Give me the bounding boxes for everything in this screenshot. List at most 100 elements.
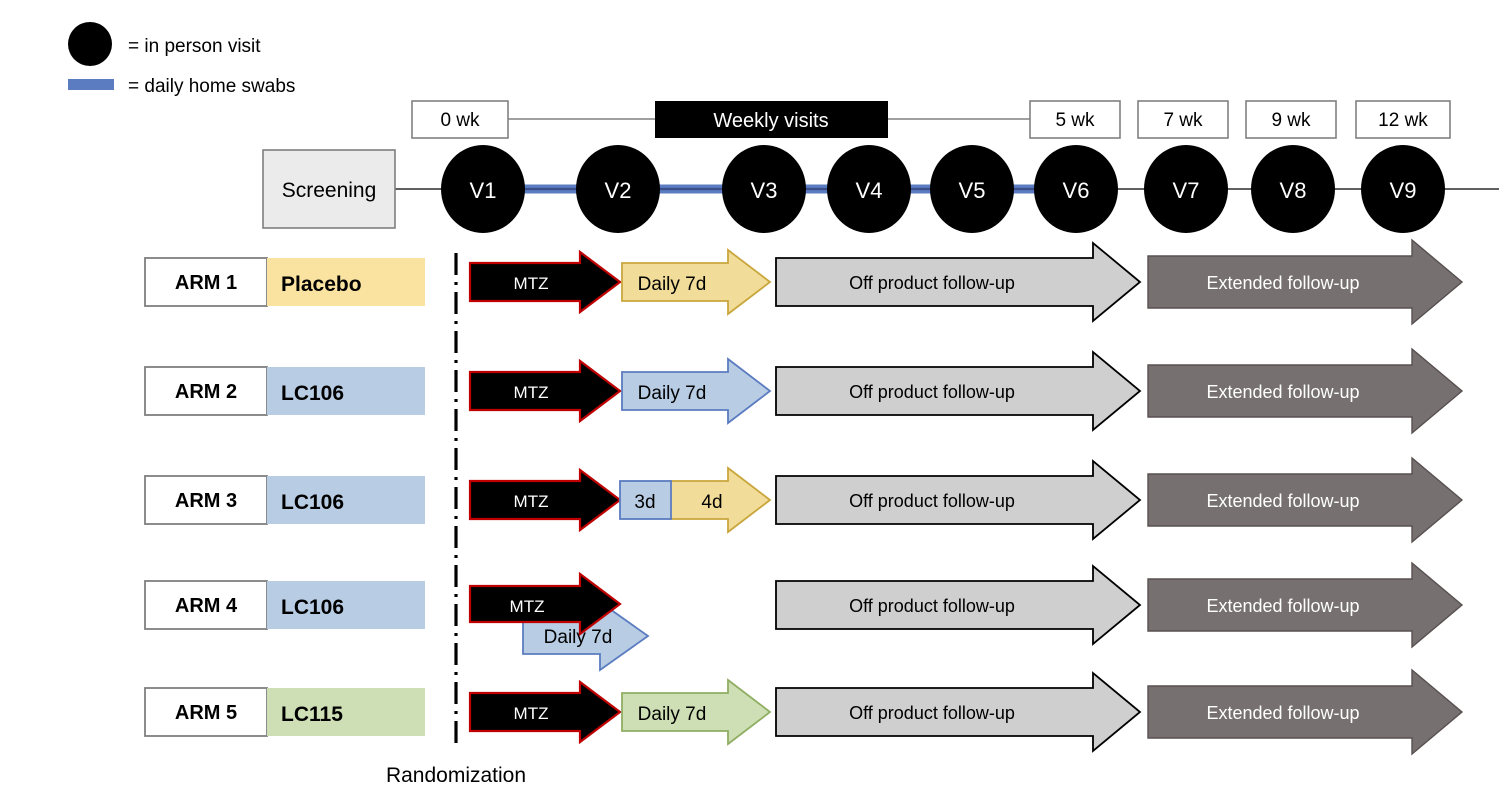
extended-label: Extended follow-up [1206, 703, 1359, 723]
arm-product-badge [267, 688, 425, 736]
arm-product-label: LC106 [281, 596, 344, 619]
arm-label: ARM 3 [175, 490, 237, 512]
arm-row-4: ARM 4 LC106 Daily 7d MTZ Off product fol… [144, 561, 1464, 672]
week-box-9wk [1245, 100, 1337, 139]
week-label-5wk: 5 wk [1055, 110, 1095, 131]
legend-item-1-label: = daily home swabs [128, 76, 295, 97]
week-label-7wk: 7 wk [1163, 110, 1203, 131]
dose-arrow-b [669, 466, 772, 534]
extended-arrow [1147, 347, 1464, 435]
visit-circle [1144, 145, 1228, 233]
mtz-arrow [468, 679, 622, 745]
visit-circle [441, 145, 525, 233]
visit-label: V5 [959, 178, 986, 203]
off-product-label: Off product follow-up [849, 491, 1015, 511]
visit-node-v3: V3 [722, 145, 806, 233]
off-product-arrow [775, 350, 1142, 432]
extended-arrow [1147, 238, 1464, 326]
weekly-visits-label: Weekly visits [713, 110, 828, 132]
visit-label: V1 [470, 178, 497, 203]
timeline-header: 0 wk Weekly visits 5 wk 7 wk 9 wk 12 wk [411, 100, 1451, 139]
mtz-label: MTZ [510, 597, 545, 616]
arm-product-label: LC106 [281, 382, 344, 405]
off-product-label: Off product follow-up [849, 596, 1015, 616]
extended-label: Extended follow-up [1206, 273, 1359, 293]
randomization-label: Randomization [386, 764, 526, 787]
filled-circle-icon [68, 22, 112, 66]
dose-label: Daily 7d [638, 274, 707, 295]
visit-label: V6 [1063, 178, 1090, 203]
week-box-5wk [1029, 100, 1121, 139]
legend: = in person visit = daily home swabs [68, 22, 295, 97]
mtz-arrow [468, 571, 622, 637]
mtz-arrow [468, 358, 622, 424]
off-product-arrow [775, 671, 1142, 753]
extended-arrow [1147, 456, 1464, 544]
visit-circle [722, 145, 806, 233]
arm-product-badge [267, 581, 425, 629]
visit-label: V8 [1280, 178, 1307, 203]
dose-label: Daily 7d [544, 627, 613, 648]
visit-node-v1: V1 [441, 145, 525, 233]
off-product-label: Off product follow-up [849, 273, 1015, 293]
off-product-arrow [775, 241, 1142, 323]
week-box-12wk [1355, 100, 1451, 139]
mtz-arrow [468, 249, 622, 315]
arm-row-2: ARM 2 LC106 MTZ Daily 7d Off product fol… [144, 347, 1464, 435]
visit-circle [1034, 145, 1118, 233]
visit-label: V3 [751, 178, 778, 203]
week-label-9wk: 9 wk [1271, 110, 1311, 131]
extended-label: Extended follow-up [1206, 491, 1359, 511]
randomization-divider: Randomization [386, 253, 526, 787]
extended-arrow [1147, 668, 1464, 756]
mtz-label: MTZ [514, 492, 549, 511]
week-box-0wk [411, 100, 509, 139]
arm-label: ARM 2 [175, 381, 237, 403]
arm-product-label: Placebo [281, 273, 362, 296]
visit-node-v6: V6 [1034, 145, 1118, 233]
dose-arrow [621, 678, 772, 746]
arm-label-box [144, 257, 268, 307]
arm-product-badge [267, 367, 425, 415]
mtz-label: MTZ [514, 274, 549, 293]
visit-label: V7 [1173, 178, 1200, 203]
week-label-0wk: 0 wk [440, 110, 480, 131]
arm-product-label: LC115 [281, 703, 343, 726]
arm-label-box [144, 475, 268, 525]
visit-circle [1361, 145, 1445, 233]
arm-label: ARM 5 [175, 702, 237, 724]
dose-label-a: 3d [634, 492, 655, 513]
dose-label: Daily 7d [638, 383, 707, 404]
arm-row-1: ARM 1 Placebo MTZ Daily 7d Off product f… [144, 238, 1464, 326]
visit-label: V9 [1390, 178, 1417, 203]
off-product-arrow [775, 459, 1142, 541]
extended-label: Extended follow-up [1206, 382, 1359, 402]
visit-circle [576, 145, 660, 233]
visit-node-v5: V5 [930, 145, 1014, 233]
dose-arrow [621, 248, 772, 316]
visit-node-v8: V8 [1251, 145, 1335, 233]
arm-row-5: ARM 5 LC115 MTZ Daily 7d Off product fol… [144, 668, 1464, 756]
mtz-label: MTZ [514, 704, 549, 723]
visit-node-v9: V9 [1361, 145, 1445, 233]
arm-product-label: LC106 [281, 491, 344, 514]
mtz-arrow [468, 467, 622, 533]
dose-block-a [619, 480, 672, 520]
arm-label-box [144, 366, 268, 416]
arm-product-badge [267, 476, 425, 524]
blue-bar-icon [68, 79, 114, 90]
visit-circle [1251, 145, 1335, 233]
screening-box [262, 149, 396, 229]
visit-node-v4: V4 [827, 145, 911, 233]
dose-label-b: 4d [701, 492, 722, 513]
arm-row-3: ARM 3 LC106 MTZ 3d 4d Off product follow… [144, 456, 1464, 544]
screening-label: Screening [282, 179, 377, 202]
visit-timeline: Screening V1 V2 V3 V4 V5 V6 [262, 145, 1499, 233]
visit-circle [930, 145, 1014, 233]
dose-label: Daily 7d [638, 704, 707, 725]
weekly-visits-box [655, 101, 888, 138]
week-label-12wk: 12 wk [1378, 110, 1428, 131]
arm-label: ARM 4 [175, 595, 238, 617]
arm-product-badge [267, 258, 425, 306]
